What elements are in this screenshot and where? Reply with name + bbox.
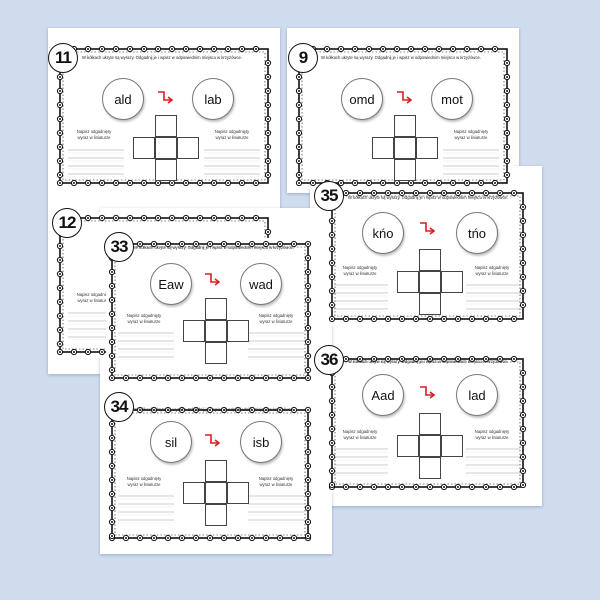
writing-lines-left	[118, 495, 174, 523]
swap-arrow-icon	[205, 434, 221, 447]
word-circle-left: Aad	[362, 374, 404, 416]
dotted-frame	[56, 45, 272, 187]
crossword-grid	[397, 249, 463, 315]
crossword-cell	[394, 115, 416, 137]
dotted-frame	[108, 406, 312, 542]
crossword-grid	[183, 460, 249, 526]
word-circle-right: mot	[431, 78, 473, 120]
writing-lines-right	[443, 149, 499, 177]
card-number-badge: 36	[314, 345, 344, 375]
swap-arrow-icon	[158, 91, 174, 104]
crossword-cell	[155, 159, 177, 181]
card-number-badge: 33	[104, 232, 134, 262]
crossword-cell	[133, 137, 155, 159]
crossword-grid	[133, 115, 199, 181]
word-circle-right: lad	[456, 374, 498, 416]
crossword-cell	[441, 271, 463, 293]
worksheet-card-34: 34 W kółkach ukryte są wyrazy. Odgadnij …	[104, 392, 314, 544]
instruction-text: W kółkach ukryte są wyrazy. Odgadnij je …	[321, 55, 482, 60]
word-circle-right: isb	[240, 421, 282, 463]
worksheet-card-36: 36 W kółkach ukryte są wyrazy. Odgadnij …	[314, 345, 529, 493]
crossword-cell	[155, 115, 177, 137]
instruction-text: W kółkach ukryte są wyrazy. Odgadnij je …	[348, 359, 509, 364]
crossword-cell	[183, 482, 205, 504]
instruction-text: W kółkach ukryte są wyrazy. Odgadnij je …	[134, 407, 295, 412]
card-number-badge: 35	[314, 181, 344, 211]
writing-lines-right	[466, 448, 520, 476]
crossword-cell	[205, 460, 227, 482]
crossword-cell	[205, 504, 227, 526]
word-circle-left: ald	[102, 78, 144, 120]
swap-arrow-icon	[420, 222, 436, 235]
crossword-cell	[183, 320, 205, 342]
crossword-cell	[419, 293, 441, 315]
card-number-badge: 34	[104, 392, 134, 422]
crossword-cell	[177, 137, 199, 159]
crossword-cell	[372, 137, 394, 159]
writing-lines-left	[334, 448, 388, 476]
writing-lines-left	[118, 332, 174, 360]
crossword-cell	[419, 413, 441, 435]
worksheet-card-11: 11 W kółkach ukryte są wyrazy. Odgadnij …	[48, 43, 274, 189]
swap-arrow-icon	[205, 273, 221, 286]
crossword-cell	[416, 137, 438, 159]
crossword-grid	[372, 115, 438, 181]
crossword-cell	[441, 435, 463, 457]
writing-lines-left	[68, 149, 124, 177]
swap-arrow-icon	[397, 91, 413, 104]
worksheet-card-33: 33 W kółkach ukryte są wyrazy. Odgadnij …	[104, 232, 314, 384]
worksheet-card-9: 9 W kółkach ukryte są wyrazy. Odgadnij j…	[288, 43, 513, 189]
writing-lines-right	[248, 495, 304, 523]
card-number-badge: 9	[288, 43, 318, 73]
instruction-text: W kółkach ukryte są wyrazy. Odgadnij je …	[348, 195, 509, 200]
crossword-cell	[394, 159, 416, 181]
crossword-cell	[397, 435, 419, 457]
crossword-cell	[394, 137, 416, 159]
instruction-text: W kółkach ukryte są wyrazy. Odgadnij je …	[134, 245, 295, 250]
crossword-cell	[205, 320, 227, 342]
writing-lines-left	[334, 284, 388, 312]
crossword-cell	[397, 271, 419, 293]
word-circle-left: omd	[341, 78, 383, 120]
word-circle-right: tńo	[456, 212, 498, 254]
crossword-cell	[419, 435, 441, 457]
instruction-text: W kółkach ukryte są wyrazy. Odgadnij je …	[82, 55, 243, 60]
crossword-cell	[205, 482, 227, 504]
swap-arrow-icon	[420, 386, 436, 399]
crossword-grid	[183, 298, 249, 364]
writing-lines-right	[466, 284, 520, 312]
word-circle-left: sil	[150, 421, 192, 463]
crossword-cell	[419, 271, 441, 293]
writing-lines-right	[248, 332, 304, 360]
card-number-badge: 12	[52, 208, 82, 238]
crossword-cell	[205, 342, 227, 364]
writing-lines-right	[204, 149, 260, 177]
crossword-cell	[227, 482, 249, 504]
crossword-cell	[205, 298, 227, 320]
crossword-cell	[419, 249, 441, 271]
card-number-badge: 11	[48, 43, 78, 73]
word-circle-right: lab	[192, 78, 234, 120]
word-circle-right: wad	[240, 263, 282, 305]
crossword-cell	[227, 320, 249, 342]
worksheet-card-35: 35 W kółkach ukryte są wyrazy. Odgadnij …	[314, 181, 529, 325]
word-circle-left: Eaw	[150, 263, 192, 305]
crossword-grid	[397, 413, 463, 479]
word-circle-left: kńo	[362, 212, 404, 254]
dotted-frame	[328, 189, 527, 323]
crossword-cell	[419, 457, 441, 479]
crossword-cell	[155, 137, 177, 159]
